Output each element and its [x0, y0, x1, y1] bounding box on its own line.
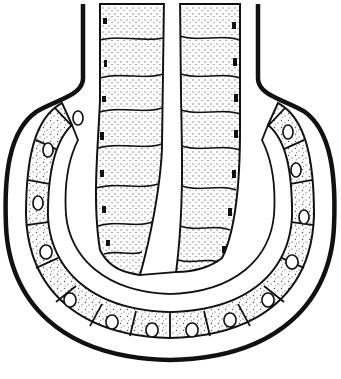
right-duct: [176, 4, 240, 272]
